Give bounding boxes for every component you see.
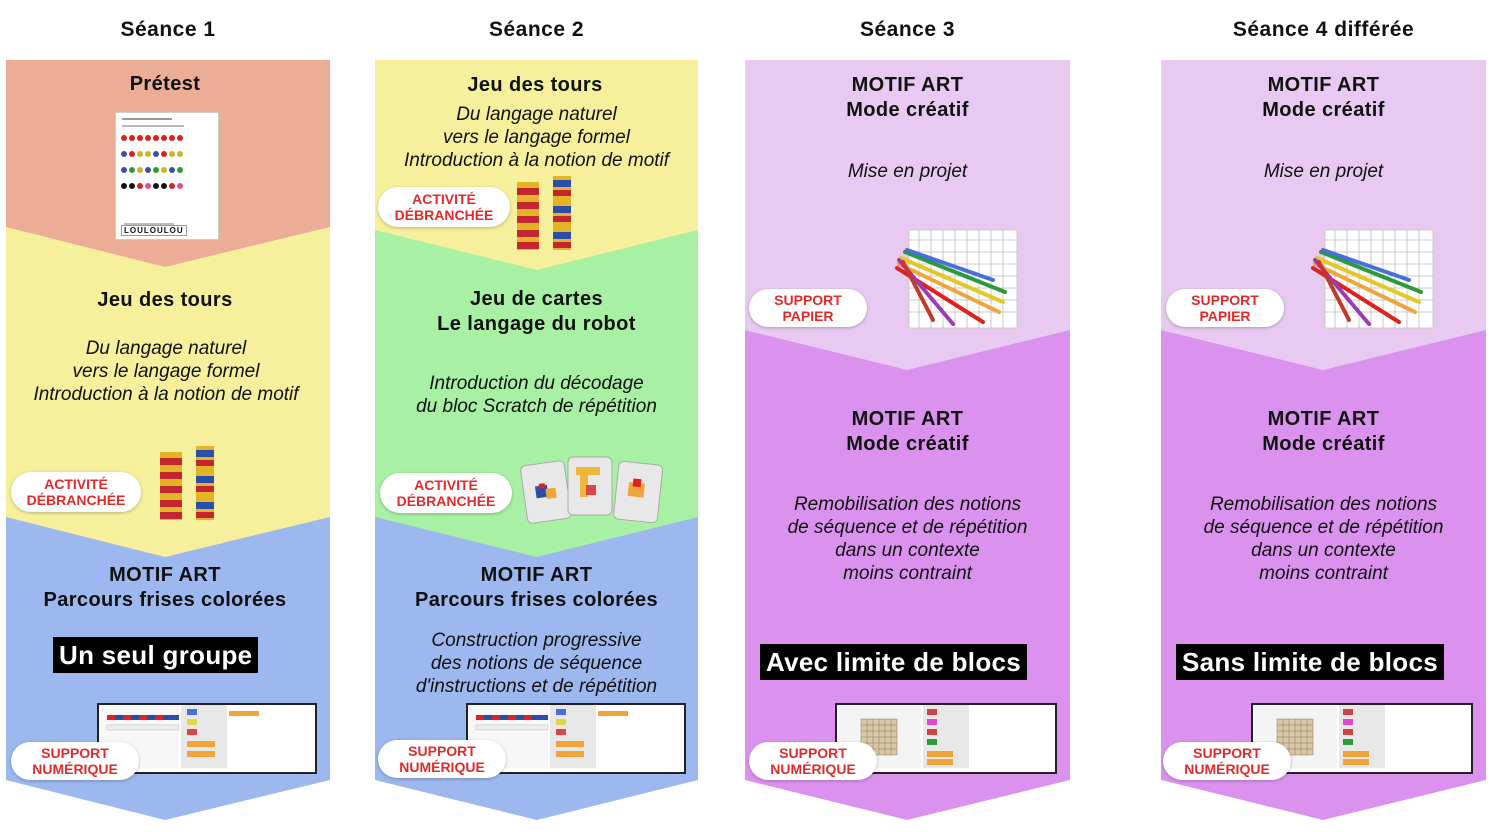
- s2-towers-title: Jeu des tours: [467, 74, 603, 96]
- s4-creative-title-bottom: MOTIF ART Mode créatif: [1161, 407, 1486, 457]
- badge-line: DÉBRANCHÉE: [26, 492, 126, 508]
- title-line: MOTIF ART: [1267, 74, 1380, 96]
- desc-line: Du langage naturel: [85, 338, 247, 359]
- title-line: MOTIF ART: [1267, 408, 1380, 430]
- s2-cards-desc: Introduction du décodage du bloc Scratch…: [375, 372, 698, 418]
- title-line: Mode créatif: [1262, 433, 1385, 455]
- s2-motif-desc: Construction progressive des notions de …: [375, 629, 698, 698]
- title-line: Le langage du robot: [437, 313, 636, 335]
- badge-line: SUPPORT: [41, 745, 109, 761]
- badge-line: PAPIER: [1199, 308, 1251, 324]
- session-4-title: Séance 4 différée: [1232, 18, 1415, 41]
- title-line: MOTIF ART: [851, 74, 964, 96]
- s3-highlight: Avec limite de blocs: [760, 644, 1028, 680]
- desc-line: Construction progressive: [431, 630, 642, 651]
- badge-line: ACTIVITÉ: [44, 476, 108, 492]
- s2-towers-desc: Du langage naturel vers le langage forme…: [375, 103, 698, 172]
- s1-digital-badge: SUPPORT NUMÉRIQUE: [11, 742, 139, 780]
- s2-digital-badge: SUPPORT NUMÉRIQUE: [378, 740, 506, 778]
- desc-line: de séquence et de répétition: [1203, 517, 1444, 538]
- pretest-letters: LOULOULOU: [121, 225, 187, 236]
- grid-pencils-icon: [1309, 228, 1435, 330]
- block-towers-icon: [158, 446, 218, 522]
- s4-creative-title-top: MOTIF ART Mode créatif: [1161, 73, 1486, 123]
- session-2-title: Séance 2: [488, 18, 585, 41]
- badge-line: ACTIVITÉ: [412, 191, 476, 207]
- s1-unplugged-badge: ACTIVITÉ DÉBRANCHÉE: [11, 472, 141, 512]
- desc-line: d'instructions et de répétition: [415, 676, 658, 697]
- s3-remobilisation-desc: Remobilisation des notions de séquence e…: [745, 493, 1070, 585]
- title-line: MOTIF ART: [851, 408, 964, 430]
- title-line: Mode créatif: [846, 433, 969, 455]
- desc-line: dans un contexte: [1251, 540, 1396, 561]
- badge-line: SUPPORT: [1191, 292, 1259, 308]
- desc-line: vers le langage formel: [443, 127, 630, 148]
- badge-line: DÉBRANCHÉE: [396, 493, 496, 509]
- session-3-title: Séance 3: [859, 18, 956, 41]
- s3-paper-badge: SUPPORT PAPIER: [749, 289, 867, 327]
- desc-line: Introduction du décodage: [429, 373, 644, 394]
- desc-line: Remobilisation des notions: [1209, 494, 1438, 515]
- badge-line: NUMÉRIQUE: [770, 761, 856, 777]
- desc-line: de séquence et de répétition: [787, 517, 1028, 538]
- badge-line: DÉBRANCHÉE: [394, 207, 494, 223]
- s4-remobilisation-desc: Remobilisation des notions de séquence e…: [1161, 493, 1486, 585]
- s3-creative-title-top: MOTIF ART Mode créatif: [745, 73, 1070, 123]
- s3-creative-title-bottom: MOTIF ART Mode créatif: [745, 407, 1070, 457]
- desc-line: du bloc Scratch de répétition: [416, 396, 657, 417]
- s1-towers-desc: Du langage naturel vers le langage forme…: [6, 337, 326, 406]
- s4-band-purple: [1161, 328, 1486, 820]
- title-line: Mode créatif: [846, 99, 969, 121]
- title-line: Parcours frises colorées: [414, 589, 659, 611]
- badge-line: SUPPORT: [408, 743, 476, 759]
- s4-paper-badge: SUPPORT PAPIER: [1166, 289, 1284, 327]
- badge-line: SUPPORT: [779, 745, 847, 761]
- desc-line: Remobilisation des notions: [793, 494, 1022, 515]
- s3-project-desc: Mise en projet: [847, 161, 968, 182]
- s4-digital-badge: SUPPORT NUMÉRIQUE: [1163, 742, 1291, 780]
- desc-line: moins contraint: [1259, 563, 1388, 584]
- badge-line: NUMÉRIQUE: [399, 759, 485, 775]
- title-line: Parcours frises colorées: [43, 589, 287, 611]
- s1-highlight: Un seul groupe: [53, 637, 259, 673]
- block-towers-icon: [515, 176, 575, 252]
- badge-line: SUPPORT: [774, 292, 842, 308]
- desc-line: Du langage naturel: [456, 104, 617, 125]
- s2-unplugged-badge-top: ACTIVITÉ DÉBRANCHÉE: [378, 187, 510, 227]
- title-line: Mode créatif: [1262, 99, 1385, 121]
- s1-pretest-title: Prétest: [129, 73, 201, 95]
- badge-line: NUMÉRIQUE: [32, 761, 118, 777]
- screen-icon: [1251, 703, 1473, 774]
- screen-icon: [97, 703, 317, 774]
- test-sheet-icon: LOULOULOU: [115, 112, 219, 240]
- badge-line: PAPIER: [782, 308, 834, 324]
- title-line: Jeu de cartes: [469, 288, 604, 310]
- desc-line: moins contraint: [843, 563, 972, 584]
- s4-project-desc: Mise en projet: [1263, 161, 1384, 182]
- desc-line: dans un contexte: [835, 540, 980, 561]
- screen-icon: [466, 703, 686, 774]
- s2-motif-title: MOTIF ART Parcours frises colorées: [375, 563, 698, 613]
- desc-line: Introduction à la notion de motif: [403, 150, 670, 171]
- s3-digital-badge: SUPPORT NUMÉRIQUE: [749, 742, 877, 780]
- badge-line: SUPPORT: [1193, 745, 1261, 761]
- s2-cards-title: Jeu de cartes Le langage du robot: [375, 287, 698, 337]
- desc-line: vers le langage formel: [72, 361, 260, 382]
- s3-band-purple: [745, 328, 1070, 820]
- pretest-dots: [121, 135, 183, 189]
- s1-motif-title: MOTIF ART Parcours frises colorées: [6, 563, 324, 613]
- s4-highlight: Sans limite de blocs: [1176, 644, 1444, 680]
- title-line: MOTIF ART: [480, 564, 593, 586]
- s2-unplugged-badge-mid: ACTIVITÉ DÉBRANCHÉE: [380, 473, 512, 513]
- cards-icon: [520, 453, 666, 527]
- badge-line: NUMÉRIQUE: [1184, 761, 1270, 777]
- desc-line: des notions de séquence: [430, 653, 643, 674]
- title-line: MOTIF ART: [109, 564, 221, 586]
- desc-line: Introduction à la notion de motif: [33, 384, 299, 405]
- grid-pencils-icon: [893, 228, 1019, 330]
- badge-line: ACTIVITÉ: [414, 477, 478, 493]
- session-1-title: Séance 1: [120, 18, 216, 41]
- s1-towers-title: Jeu des tours: [97, 289, 233, 311]
